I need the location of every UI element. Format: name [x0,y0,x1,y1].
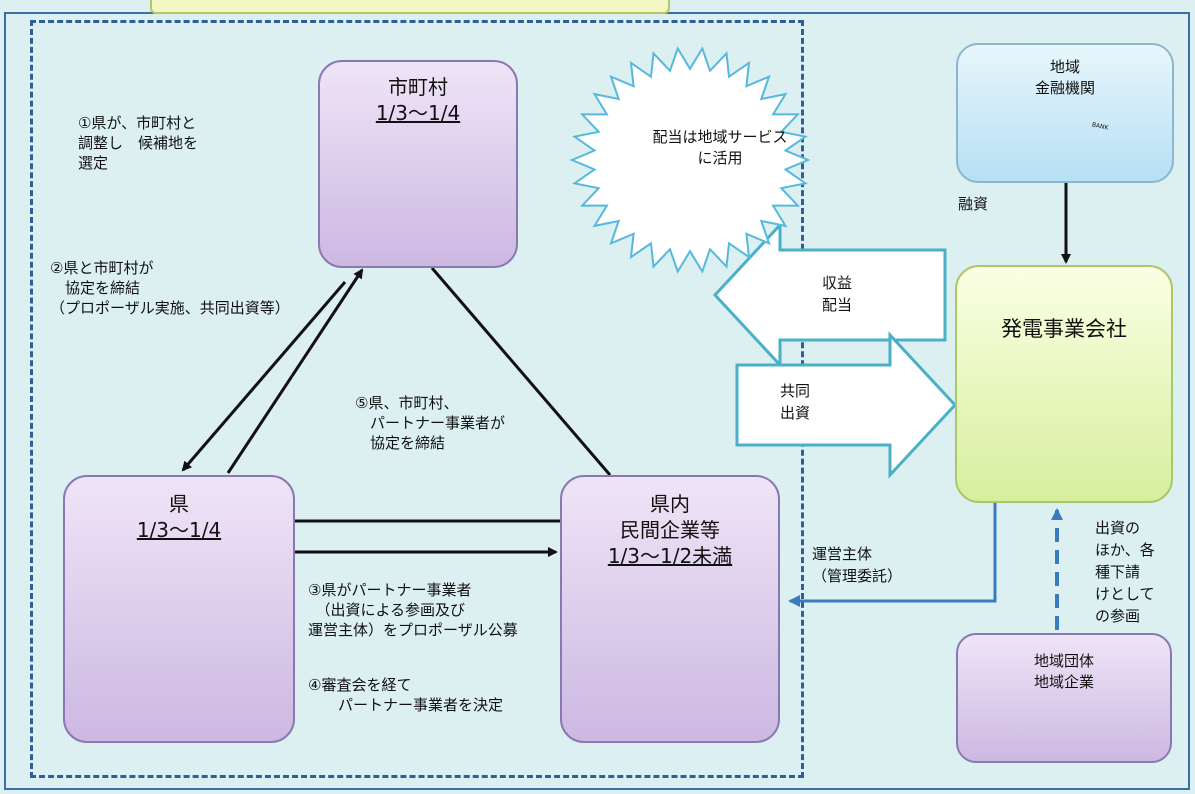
investment-arrow [735,331,958,479]
local-line1: 地域団体 [1033,652,1094,670]
private-share: 1/3〜1/2未満 [607,544,733,568]
municipality-private-line [430,267,612,476]
dividend-note: 配当は地域サービス に活用 [652,128,788,167]
step2-note: ②県と市町村が 協定を締結 （プロポーザル実施、共同出資等） [50,259,290,317]
returns-label: 収益 配当 [822,274,853,314]
step1-note: ①県が、市町村と 調整し 候補地を 選定 [78,114,199,172]
loan-label: 融資 [958,195,989,213]
title-tab [150,0,670,14]
operation-arrow [788,503,997,607]
private-name-line1: 県内 [650,492,690,516]
returns-arrow [712,221,947,369]
finance-line2: 金融機関 [1034,79,1095,97]
prefecture-share: 1/3〜1/4 [136,518,222,542]
private-company-box: 県内 民間企業等 1/3〜1/2未満 [560,475,780,743]
municipality-share: 1/3〜1/4 [375,101,461,125]
step4-note: ④審査会を経て パートナー事業者を決定 [308,676,504,714]
participation-label: 出資の ほか、各 種下請 けとして の参画 [1095,519,1155,625]
prefecture-box: 県 1/3〜1/4 [63,475,295,743]
company-name: 発電事業会社 [1001,317,1127,341]
dividend-burst [569,46,811,274]
regional-bank-box: 地域 金融機関 [956,43,1174,183]
step3-note: ③県がパートナー事業者 （出資による参画及び 運営主体）をプロポーザル公募 [308,581,518,639]
municipality-box: 市町村 1/3〜1/4 [318,60,518,268]
power-company-box: 発電事業会社 [955,265,1173,503]
local-organizations-box: 地域団体 地域企業 [956,633,1172,763]
prefecture-name: 県 [169,492,189,516]
operation-label: 運営主体 （管理委託） [812,545,903,585]
municipality-prefecture-arrows [181,268,364,474]
step5-note: ⑤県、市町村、 パートナー事業者が 協定を締結 [355,394,506,452]
local-line2: 地域企業 [1033,673,1094,691]
finance-line1: 地域 [1049,58,1080,76]
municipality-name: 市町村 [388,75,448,99]
private-name-line2: 民間企業等 [620,518,720,542]
investment-label: 共同 出資 [780,382,811,422]
